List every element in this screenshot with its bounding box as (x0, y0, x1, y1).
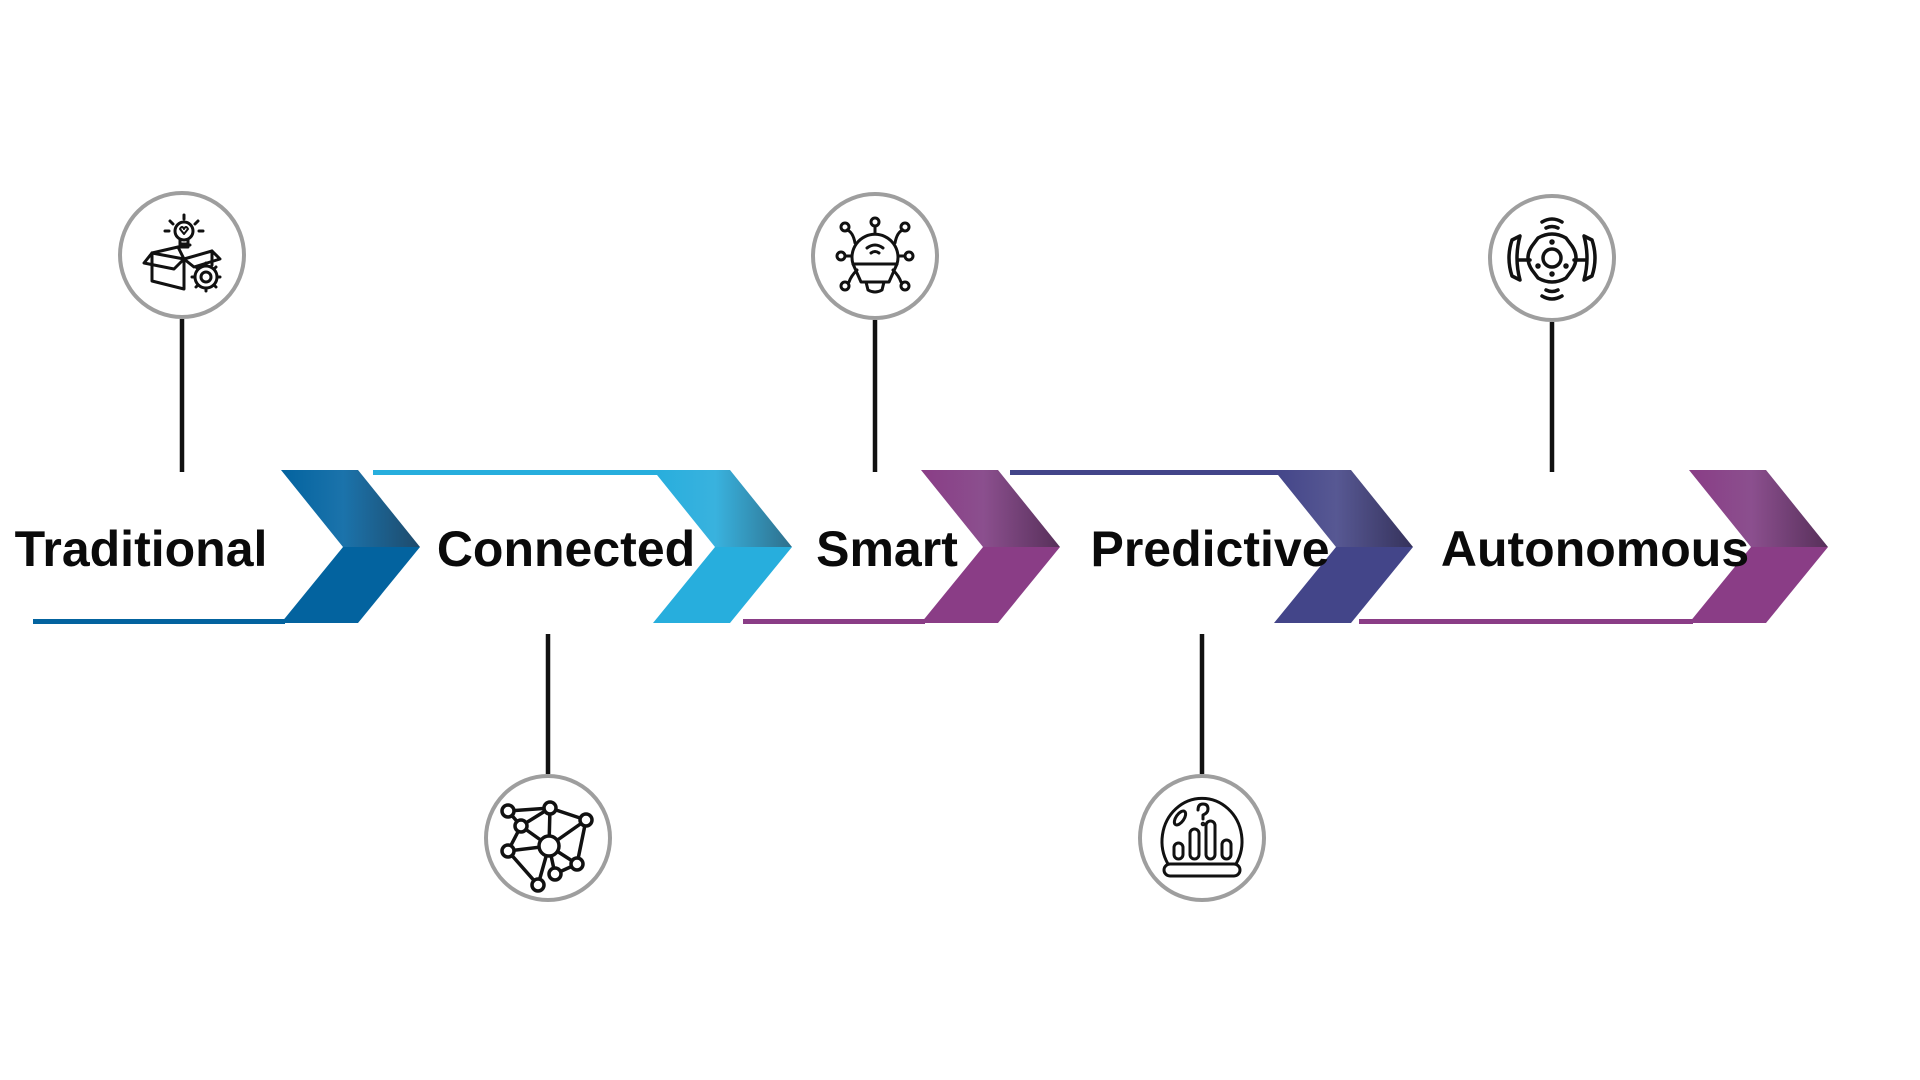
chevron-top (1689, 470, 1828, 547)
stage-line (373, 470, 730, 475)
chevron-bottom (921, 547, 1060, 623)
box-lightbulb-gear-icon (142, 213, 222, 293)
chevron-bottom (1274, 547, 1413, 623)
chevron-bottom (281, 547, 420, 623)
stage-line (743, 619, 925, 624)
chevron-bottom (653, 547, 792, 623)
chevron-top (281, 470, 420, 547)
chevron-top (653, 470, 792, 547)
icon-circle (1488, 194, 1616, 322)
stage-label: Traditional (15, 521, 268, 577)
chevron-top (1274, 470, 1413, 547)
stage-label: Smart (816, 521, 958, 577)
icon-circle (1138, 774, 1266, 902)
stage-label: Autonomous (1441, 521, 1749, 577)
stage-line (33, 619, 285, 624)
icon-circle (811, 192, 939, 320)
stage-autonomous: Autonomous (1359, 194, 1828, 624)
stage-predictive: Predictive (1010, 470, 1413, 902)
stage-line (1359, 619, 1693, 624)
stage-label: Connected (437, 521, 695, 577)
network-nodes-icon (500, 800, 594, 893)
chevron-bottom (1689, 547, 1828, 623)
stage-line (1010, 470, 1351, 475)
stage-smart: Smart (743, 192, 1060, 624)
chevron-top (921, 470, 1060, 547)
crystal-ball-chart-icon (1160, 796, 1244, 878)
autonomous-robot-sensor-icon (1507, 217, 1597, 301)
smart-bulb-circuit-icon (835, 216, 915, 294)
stage-label: Predictive (1090, 521, 1329, 577)
stage-connected: Connected (373, 470, 792, 902)
stage-traditional: Traditional (15, 191, 420, 624)
